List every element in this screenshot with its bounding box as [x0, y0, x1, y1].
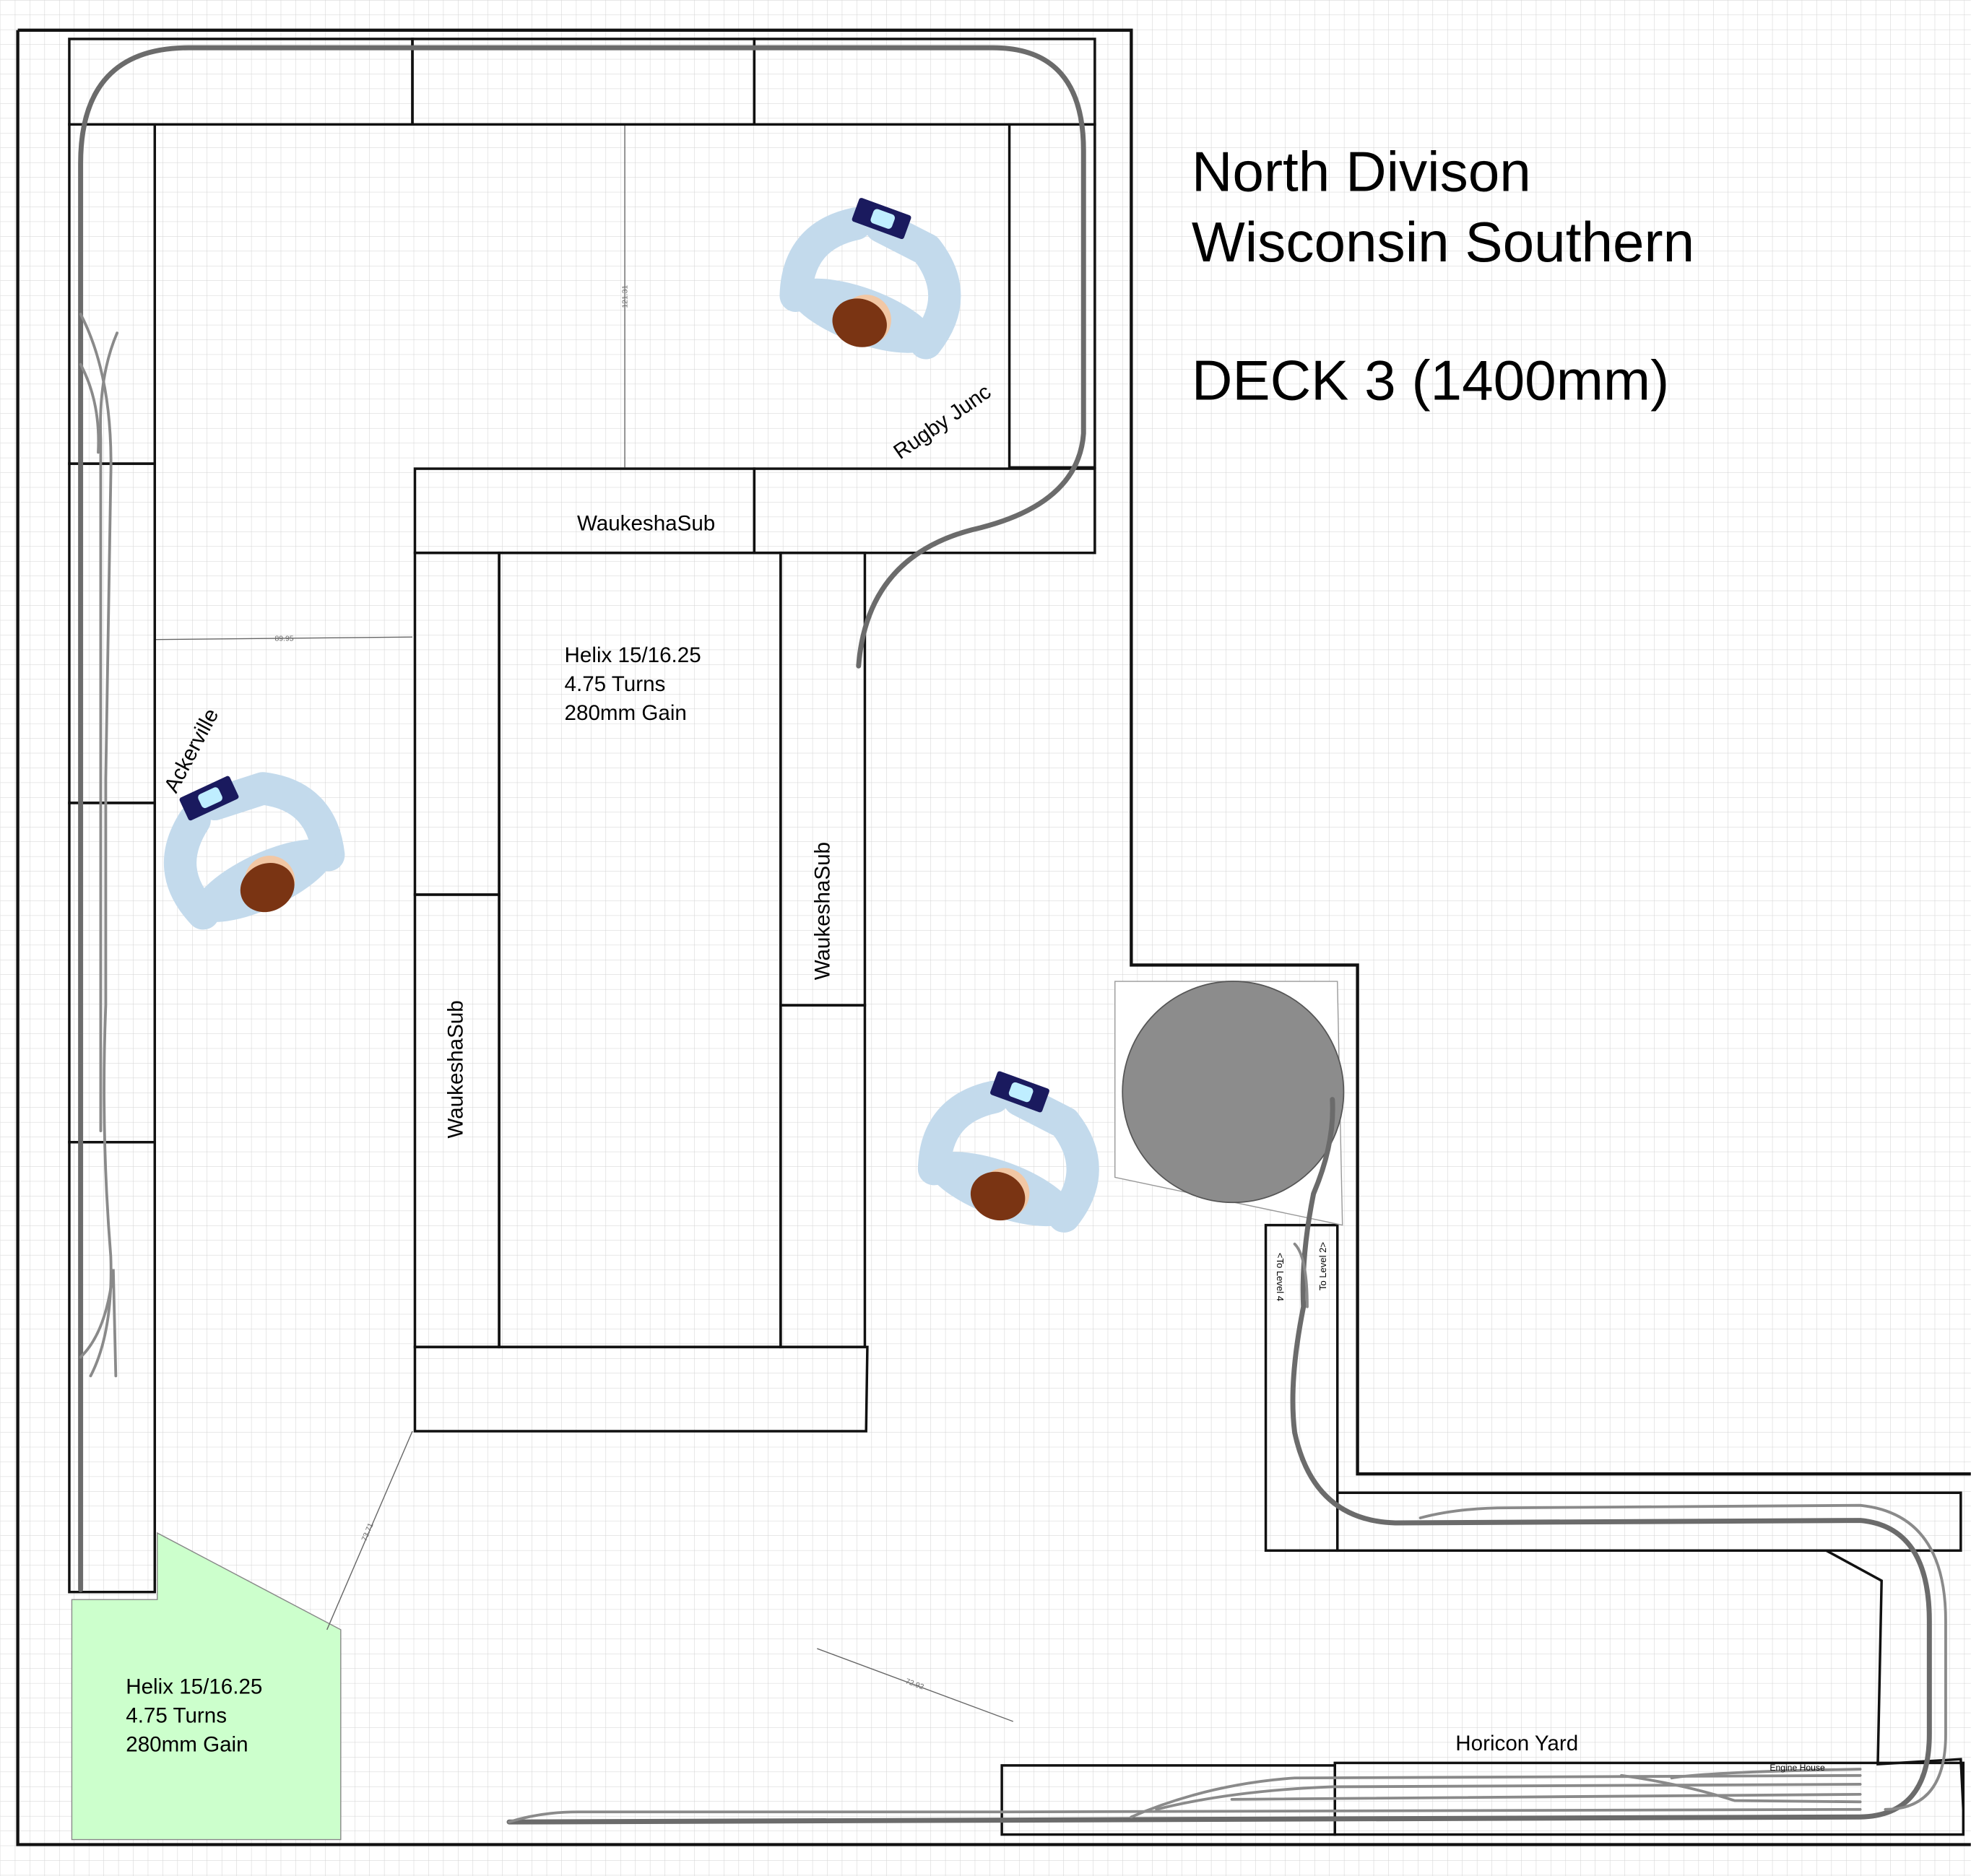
turntable	[1122, 981, 1345, 1204]
label-engine-house: Engine House	[1769, 1763, 1825, 1773]
label-horicon-yard: Horicon Yard	[1455, 1732, 1578, 1755]
title-line-2: Wisconsin Southern	[1192, 210, 1694, 274]
title-line-3: DECK 3 (1400mm)	[1192, 348, 1669, 412]
dimension-aisle-left: 89.95	[274, 635, 293, 643]
track-plan	[78, 45, 1947, 1825]
room-walls	[16, 28, 1971, 1846]
label-to-level-4: <To Level 4	[1275, 1253, 1286, 1301]
helix-center-line-2: 4.75 Turns	[565, 672, 666, 696]
helix-center-line-3: 280mm Gain	[565, 701, 687, 725]
dimension-lines	[156, 126, 1014, 1722]
helix-center-line-1: Helix 15/16.25	[565, 643, 701, 667]
dimension-aisle-top: 121.31	[622, 285, 630, 308]
helix-corner-line-2: 4.75 Turns	[126, 1704, 227, 1728]
helix-corner	[71, 1532, 342, 1841]
helix-corner-line-1: Helix 15/16.25	[126, 1675, 262, 1699]
helix-corner-line-3: 280mm Gain	[126, 1733, 248, 1757]
label-to-level-2: To Level 2>	[1317, 1242, 1328, 1290]
benchwork	[68, 38, 1965, 1836]
label-waukesha-left: WaukeshaSub	[444, 1000, 468, 1138]
label-waukesha-right: WaukeshaSub	[811, 842, 835, 980]
title-line-1: North Divison	[1192, 139, 1531, 203]
label-waukesha-top: WaukeshaSub	[577, 511, 715, 535]
